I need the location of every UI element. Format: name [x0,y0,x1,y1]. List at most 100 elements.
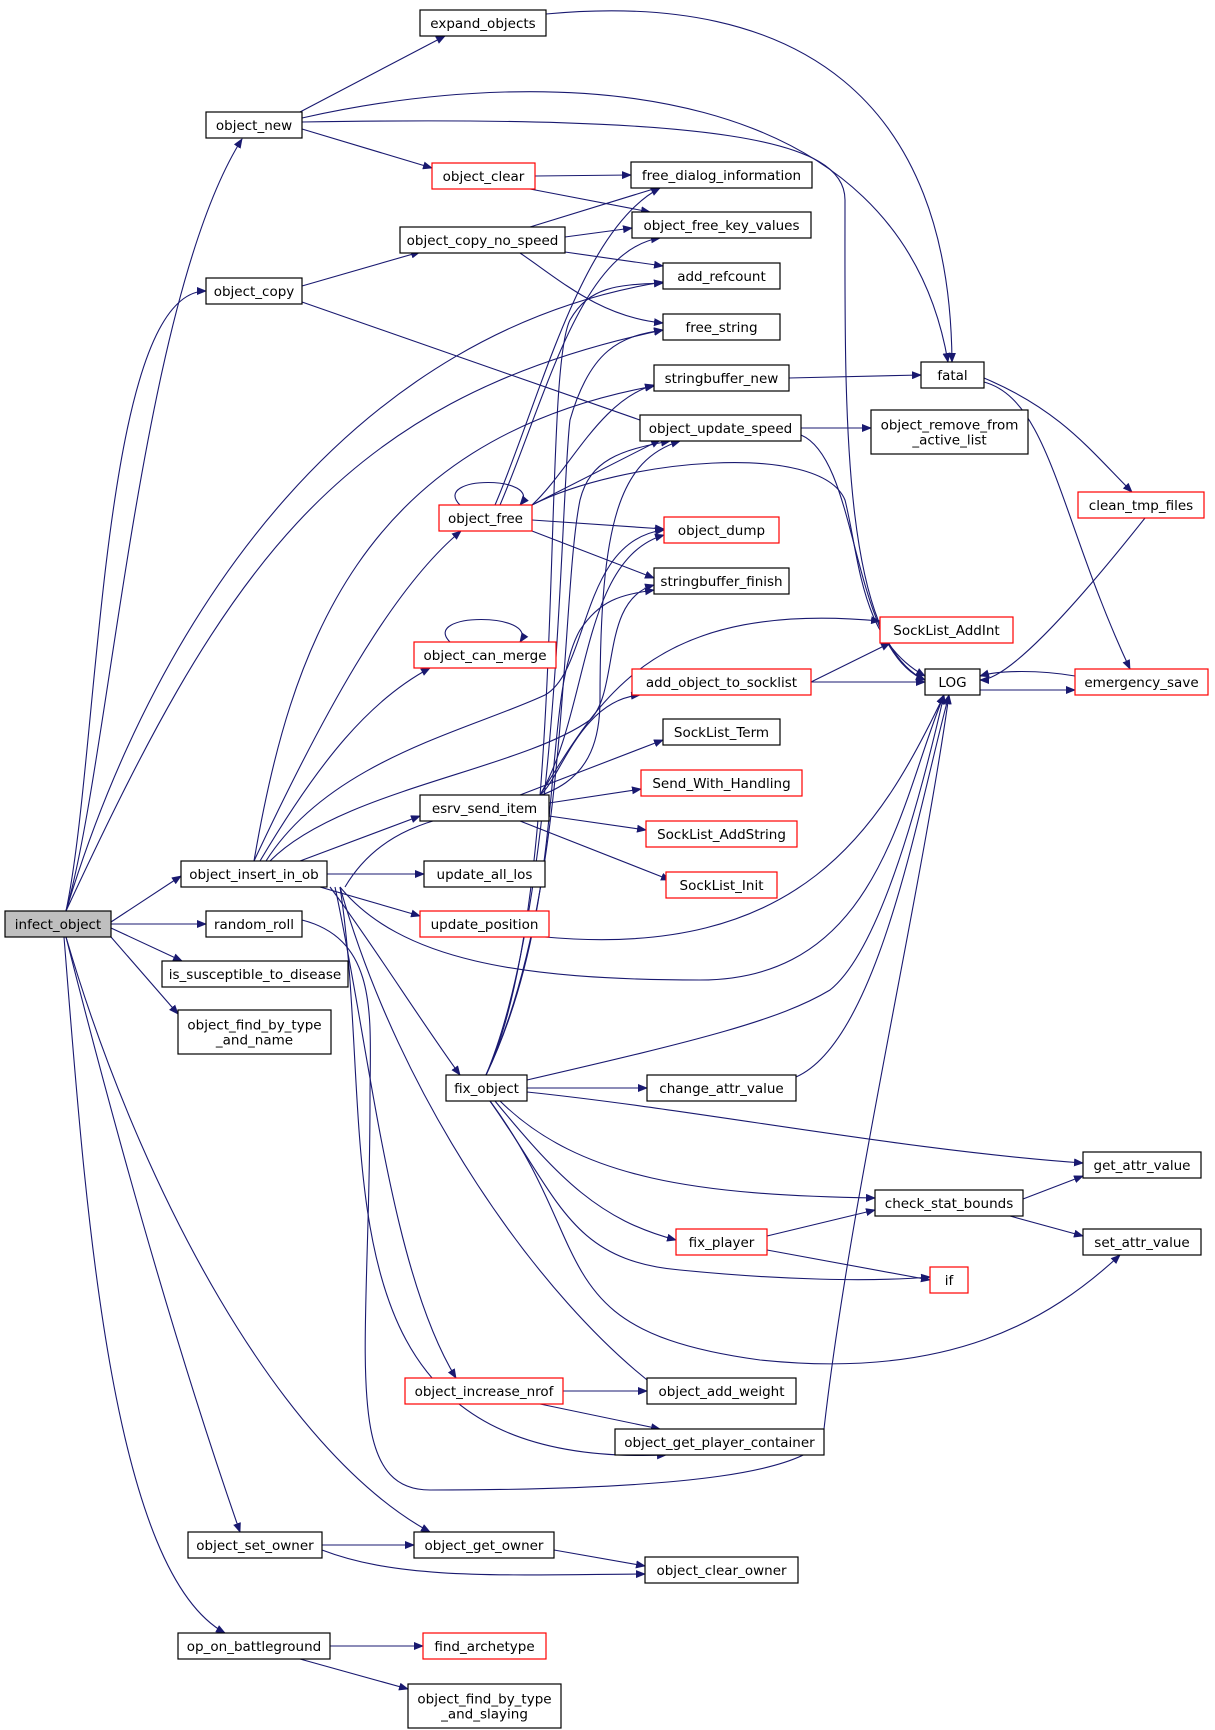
node-label: free_string [685,320,757,336]
edge-object_free-to-stringbuffer_finish [531,530,655,579]
node-box [879,616,1014,644]
node-object_new[interactable]: object_new [205,111,303,139]
node-object_free_key_values[interactable]: object_free_key_values [631,211,812,239]
node-get_attr_value[interactable]: get_attr_value [1082,1151,1202,1179]
edge-object_insert_in_ob-to-stringbuffer_new [253,383,655,862]
node-box [177,1009,332,1055]
edge-object_new-to-expand_objects [299,35,446,113]
node-label: fatal [937,368,967,384]
node-stringbuffer_finish[interactable]: stringbuffer_finish [653,567,790,595]
node-is_susceptible_to_disease[interactable]: is_susceptible_to_disease [161,960,349,988]
node-label: _and_slaying [440,1707,528,1723]
node-find_archetype[interactable]: find_archetype [422,1632,547,1660]
node-set_attr_value[interactable]: set_attr_value [1082,1228,1202,1256]
node-object_find_by_type_and_name[interactable]: object_find_by_type_and_name [177,1009,332,1055]
node-expand_objects[interactable]: expand_objects [419,9,547,37]
node-label: object_find_by_type [417,1692,551,1708]
node-label: stringbuffer_finish [660,574,782,590]
node-label: SockList_Init [680,878,764,894]
node-object_update_speed[interactable]: object_update_speed [639,414,802,442]
node-SockList_Term[interactable]: SockList_Term [662,718,781,746]
node-update_all_los[interactable]: update_all_los [423,860,546,888]
node-if[interactable]: if [929,1266,969,1294]
edge-fix_object-to-get_attr_value [526,1091,1084,1167]
edge-object_copy_no_speed-to-free_dialog_information [529,185,661,228]
node-esrv_send_item[interactable]: esrv_send_item [419,794,550,822]
node-label: set_attr_value [1094,1235,1189,1251]
edge-infect_object-to-object_copy [65,287,207,912]
node-label: object_remove_from [881,418,1019,434]
node-box [646,1074,797,1102]
node-object_can_merge[interactable]: object_can_merge [413,641,557,669]
node-box [413,641,557,669]
node-label: update_position [431,917,539,933]
node-label: if [945,1273,955,1289]
node-object_clear[interactable]: object_clear [431,162,536,190]
node-box [180,860,328,888]
node-object_free[interactable]: object_free [438,504,533,532]
node-box [205,111,303,139]
node-free_dialog_information[interactable]: free_dialog_information [630,161,813,189]
node-SockList_AddString[interactable]: SockList_AddString [645,820,798,848]
edge-object_new-to-LOG [301,120,926,681]
node-box [929,1266,969,1294]
node-object_insert_in_ob[interactable]: object_insert_in_ob [180,860,328,888]
node-fix_player[interactable]: fix_player [675,1228,768,1256]
node-box [631,211,812,239]
node-box [645,820,798,848]
node-op_on_battleground[interactable]: op_on_battleground [177,1632,331,1660]
node-box [663,516,780,544]
edge-change_attr_value-to-LOG [795,694,951,1078]
node-label: object_increase_nrof [415,1384,555,1400]
edge-object_free-to-free_dialog_information [494,187,661,506]
node-box [653,364,790,392]
edge-object_get_owner-to-object_clear_owner [553,1549,646,1569]
node-object_find_by_type_and_slaying[interactable]: object_find_by_type_and_slaying [407,1683,562,1729]
node-object_copy_no_speed[interactable]: object_copy_no_speed [399,226,566,254]
node-label: is_susceptible_to_disease [169,967,341,983]
node-add_object_to_socklist[interactable]: add_object_to_socklist [631,668,812,696]
edge-object_insert_in_ob-to-stringbuffer_finish [269,583,655,862]
node-random_roll[interactable]: random_roll [205,910,303,938]
node-update_position[interactable]: update_position [419,910,550,938]
node-label: expand_objects [430,16,535,32]
edge-object_insert_in_ob-to-LOG [339,694,945,981]
node-add_refcount[interactable]: add_refcount [662,262,781,290]
node-box [924,668,981,696]
node-object_get_owner[interactable]: object_get_owner [413,1531,555,1559]
node-object_remove_from_active_list[interactable]: object_remove_from_active_list [870,409,1029,455]
edge-check_stat_bounds-to-get_attr_value [1022,1175,1084,1200]
node-emergency_save[interactable]: emergency_save [1074,668,1209,696]
node-infect_object[interactable]: infect_object [4,910,112,938]
node-fatal[interactable]: fatal [920,361,985,389]
node-Send_With_Handling[interactable]: Send_With_Handling [640,769,803,797]
node-clean_tmp_files[interactable]: clean_tmp_files [1077,491,1205,519]
edge-object_set_owner-to-object_clear_owner [321,1549,646,1579]
node-object_clear_owner[interactable]: object_clear_owner [644,1556,799,1584]
node-box [407,1683,562,1729]
edge-object_insert_in_ob-to-object_add_weight [339,886,661,1391]
node-check_stat_bounds[interactable]: check_stat_bounds [874,1189,1024,1217]
node-box [404,1377,564,1405]
node-stringbuffer_new[interactable]: stringbuffer_new [653,364,790,392]
node-fix_object[interactable]: fix_object [445,1074,528,1102]
node-box [630,161,813,189]
edge-fix_object-to-check_stat_bounds [499,1100,876,1202]
node-object_set_owner[interactable]: object_set_owner [187,1531,323,1559]
node-label: change_attr_value [659,1081,783,1097]
node-box [187,1531,323,1559]
node-box [431,162,536,190]
node-change_attr_value[interactable]: change_attr_value [646,1074,797,1102]
node-object_add_weight[interactable]: object_add_weight [646,1377,797,1405]
node-free_string[interactable]: free_string [662,313,781,341]
edge-object_copy_no_speed-to-add_refcount [564,251,664,269]
node-LOG[interactable]: LOG [924,668,981,696]
node-object_copy[interactable]: object_copy [205,277,303,305]
node-object_increase_nrof[interactable]: object_increase_nrof [404,1377,564,1405]
edge-infect_object-to-object_insert_in_ob [110,875,182,923]
node-object_dump[interactable]: object_dump [663,516,780,544]
node-object_get_player_container[interactable]: object_get_player_container [614,1428,825,1456]
node-SockList_Init[interactable]: SockList_Init [665,871,778,899]
node-SockList_AddInt[interactable]: SockList_AddInt [879,616,1014,644]
